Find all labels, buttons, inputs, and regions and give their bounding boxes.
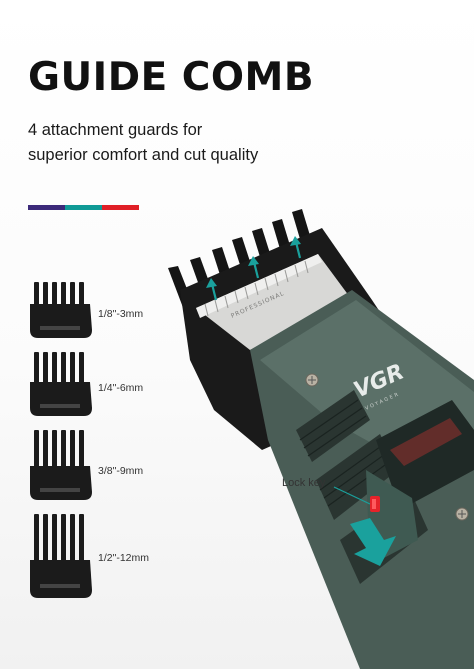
blade-text: PROFESSIONAL (230, 290, 286, 320)
guide-comb-4-label: 1/2"-12mm (98, 552, 149, 564)
screw (305, 373, 319, 387)
clipper-blade (196, 254, 352, 350)
guide-comb-3 (30, 430, 92, 500)
attached-guide-comb (180, 228, 412, 450)
subtitle: 4 attachment guards for superior comfort… (28, 118, 328, 168)
page-title: GUIDE COMB (28, 55, 315, 100)
color-bar-red (102, 205, 139, 210)
brand-logo: VGR (350, 359, 408, 403)
guide-comb-3-label: 3/8"-9mm (98, 465, 144, 477)
screw (455, 507, 469, 521)
guide-comb-1 (30, 282, 92, 338)
color-bar-teal (65, 205, 102, 210)
brand-subtitle: VOYAGER (364, 391, 401, 412)
color-bar-purple (28, 205, 65, 210)
lock-key-callout-line (333, 486, 371, 505)
subtitle-line-2: superior comfort and cut quality (28, 146, 259, 164)
direction-arrow (350, 518, 396, 566)
guide-comb-4 (30, 514, 92, 598)
guide-comb-2 (30, 352, 92, 416)
guide-comb-2-label: 1/4"-6mm (98, 382, 144, 394)
lock-key (370, 496, 380, 512)
subtitle-line-1: 4 attachment guards for (28, 121, 203, 139)
color-bar (28, 205, 139, 210)
lock-key-label: Lock key (282, 477, 326, 489)
guide-comb-1-label: 1/8"-3mm (98, 308, 144, 320)
